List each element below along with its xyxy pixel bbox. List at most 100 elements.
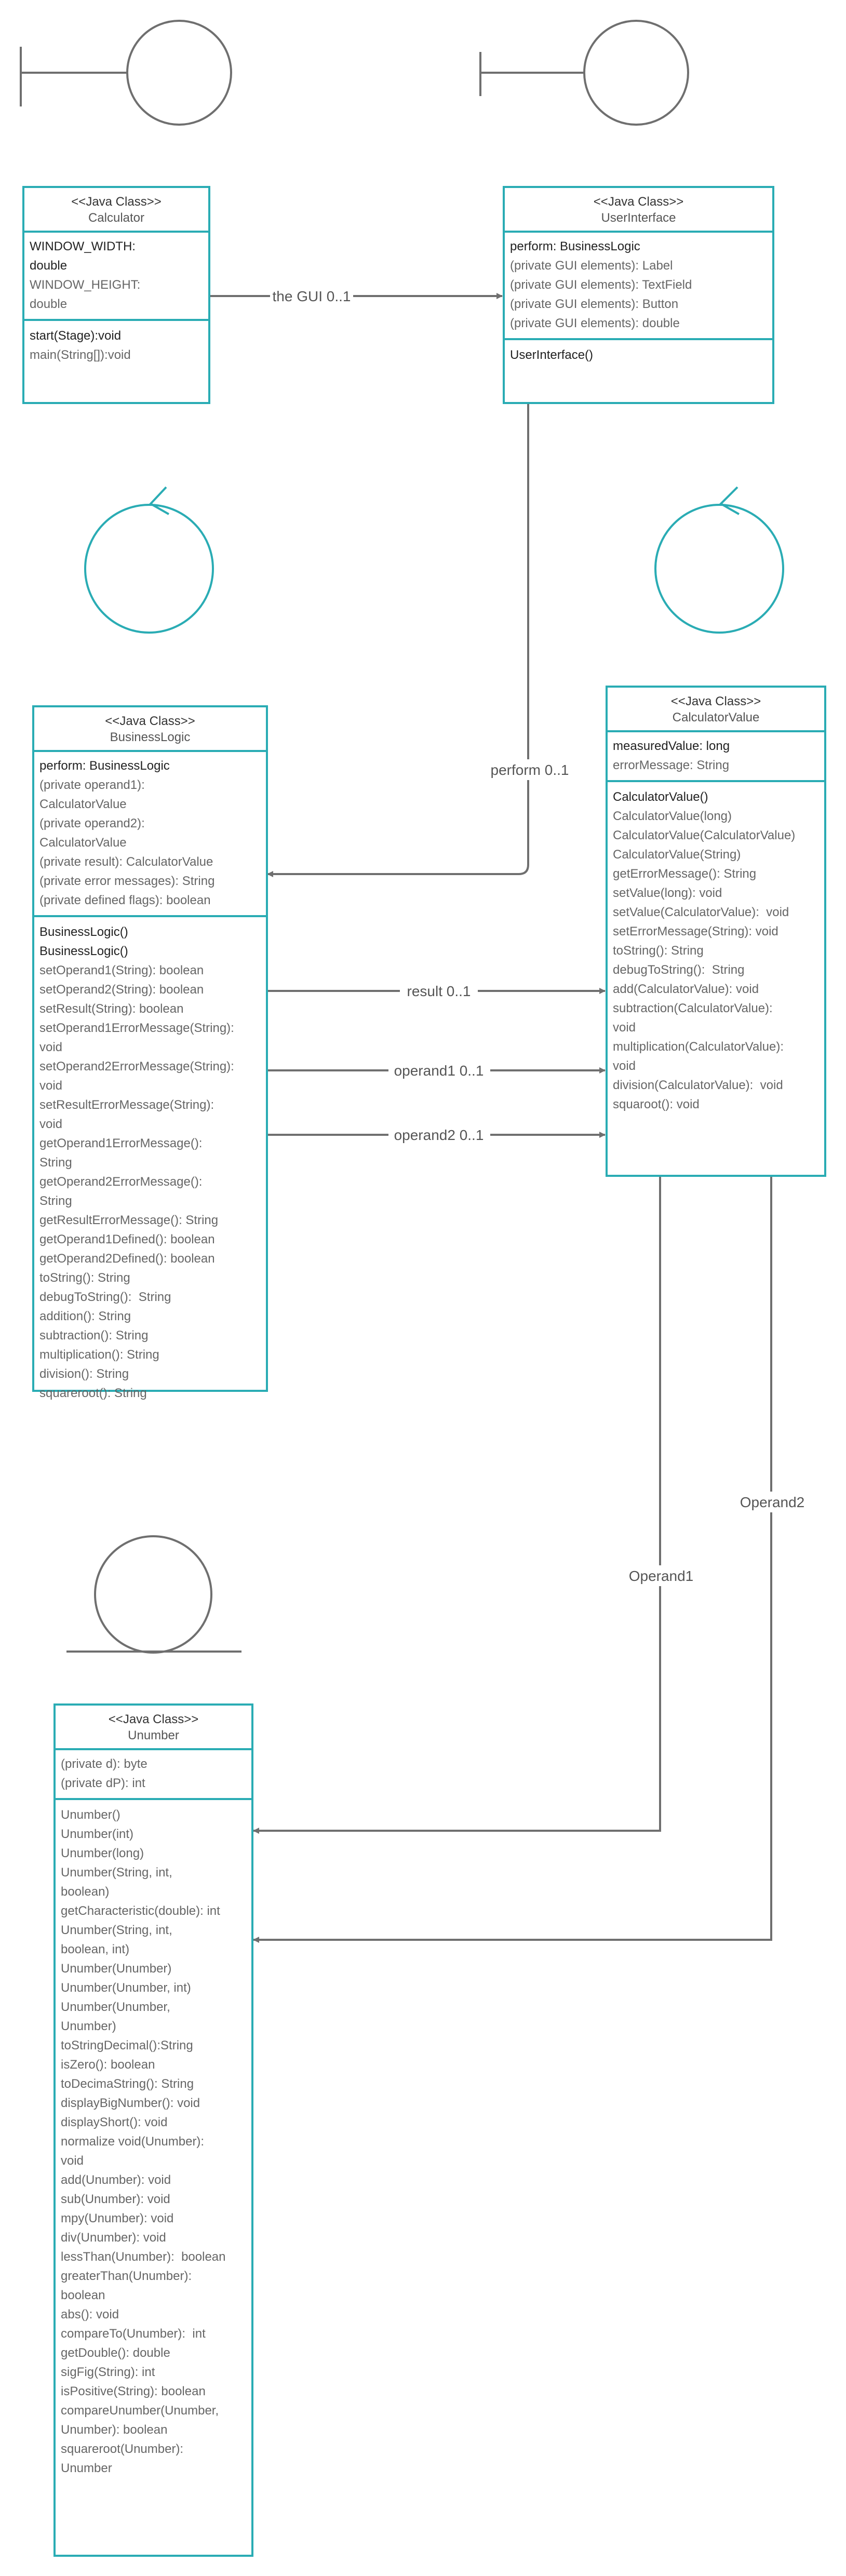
operation-row: isPositive(String): boolean <box>61 2384 206 2398</box>
operation-row: subtraction(CalculatorValue): <box>613 1001 773 1015</box>
operation-row: getCharacteristic(double): int <box>61 1904 220 1918</box>
class-attributes: perform: BusinessLogic (private GUI eleme… <box>505 233 772 340</box>
operation-row: compareUnumber(Unumber, <box>61 2404 219 2418</box>
attribute-row: errorMessage: String <box>613 758 730 772</box>
operation-row: compareTo(Unumber): int <box>61 2327 206 2341</box>
operation-row: setValue(CalculatorValue): void <box>613 905 789 919</box>
class-operations: CalculatorValue() CalculatorValue(long) Ca… <box>608 782 824 1119</box>
operation-row: squaroot(): void <box>613 1097 700 1111</box>
class-operations: start(Stage):void main(String[]):void <box>24 321 208 370</box>
class-stereotype: <<Java Class>> <box>593 195 684 209</box>
class-userinterface: <<Java Class>> UserInterface perform: Bu… <box>503 186 774 404</box>
operation-row: void <box>39 1040 63 1054</box>
operation-row: debugToString(): String <box>613 963 745 977</box>
operation-row: toStringDecimal():String <box>61 2038 193 2052</box>
class-name: BusinessLogic <box>110 730 191 744</box>
operation-row: boolean, int) <box>61 1942 130 1956</box>
attribute-row: (private GUI elements): Button <box>510 297 679 311</box>
attribute-row: (private defined flags): boolean <box>39 893 211 907</box>
operation-row: Unumber(Unumber) <box>61 1962 172 1976</box>
operation-row: main(String[]):void <box>30 348 131 362</box>
operation-row: CalculatorValue(String) <box>613 848 741 862</box>
attribute-row: measuredValue: long <box>613 739 730 753</box>
attribute-row: (private d): byte <box>61 1757 147 1771</box>
operation-row: Unumber) <box>61 2019 116 2033</box>
operation-row: CalculatorValue(CalculatorValue) <box>613 828 796 842</box>
class-operations: UserInterface() <box>505 340 772 370</box>
attribute-row: perform: BusinessLogic <box>39 759 170 773</box>
operation-row: setValue(long): void <box>613 886 722 900</box>
operation-row: toString(): String <box>39 1271 130 1285</box>
class-header: <<Java Class>> BusinessLogic <box>34 707 266 752</box>
attribute-row: (private error messages): String <box>39 874 215 888</box>
attribute-row: double <box>30 297 68 311</box>
operation-row: void <box>39 1117 63 1131</box>
operation-row: greaterThan(Unumber): <box>61 2269 192 2283</box>
operation-row: void <box>613 1059 636 1073</box>
attribute-row: perform: BusinessLogic <box>510 239 640 253</box>
class-calculatorvalue: <<Java Class>> CalculatorValue measuredV… <box>606 686 826 1177</box>
operand2-label: operand2 0..1 <box>394 1127 484 1143</box>
attribute-row: (private GUI elements): double <box>510 316 680 330</box>
operation-row: boolean) <box>61 1885 110 1899</box>
operation-row: Unumber(Unumber, int) <box>61 1981 191 1995</box>
operation-row: String <box>39 1156 72 1170</box>
operation-row: multiplication(CalculatorValue): <box>613 1040 784 1054</box>
boundary-icon <box>479 20 689 126</box>
operation-row: addition(): String <box>39 1309 131 1323</box>
operation-row: isZero(): boolean <box>61 2058 155 2072</box>
class-header: <<Java Class>> Calculator <box>24 188 208 233</box>
class-name: Unumber <box>128 1728 179 1742</box>
class-stereotype: <<Java Class>> <box>71 195 162 209</box>
boundary-icon <box>20 20 232 126</box>
class-name: Calculator <box>88 211 145 225</box>
operation-row: getOperand2ErrorMessage(): <box>39 1175 203 1189</box>
class-header: <<Java Class>> Unumber <box>56 1706 251 1750</box>
operation-row: void <box>613 1021 636 1035</box>
operation-row: division(): String <box>39 1367 129 1381</box>
operation-row: setOperand2ErrorMessage(String): <box>39 1059 234 1074</box>
attribute-row: (private dP): int <box>61 1776 145 1790</box>
operation-row: multiplication(): String <box>39 1348 159 1362</box>
operation-row: UserInterface() <box>510 348 594 362</box>
attribute-row: (private GUI elements): TextField <box>510 278 692 292</box>
class-stereotype: <<Java Class>> <box>670 694 761 708</box>
operation-row: sub(Unumber): void <box>61 2192 170 2206</box>
operation-row: normalize void(Unumber): <box>61 2135 205 2149</box>
operation-row: subtraction(): String <box>39 1329 149 1343</box>
control-icon <box>84 486 214 634</box>
class-unumber: <<Java Class>> Unumber (private d): byte… <box>53 1703 253 2557</box>
class-header: <<Java Class>> UserInterface <box>505 188 772 233</box>
operation-row: CalculatorValue() <box>613 790 708 804</box>
operation-row: squareroot(): String <box>39 1386 147 1400</box>
operation-row: Unumber): boolean <box>61 2423 168 2437</box>
class-businesslogic: <<Java Class>> BusinessLogic perform: Bu… <box>32 705 268 1400</box>
class-header: <<Java Class>> CalculatorValue <box>608 688 824 732</box>
operation-row: sigFig(String): int <box>61 2365 155 2379</box>
class-attributes: perform: BusinessLogic (private operand1)… <box>34 752 266 917</box>
operation-row: getResultErrorMessage(): String <box>39 1213 219 1227</box>
operation-row: toDecimaString(): String <box>61 2077 194 2091</box>
operation-row: String <box>39 1194 72 1208</box>
operation-row: void <box>39 1079 63 1093</box>
control-icon <box>654 486 784 634</box>
operand2-ref-label: Operand2 <box>740 1494 805 1510</box>
entity-icon <box>66 1535 241 1654</box>
operation-row: setErrorMessage(String): void <box>613 924 778 938</box>
connector-perform <box>267 403 529 877</box>
attribute-row: (private operand1): <box>39 778 145 792</box>
operation-row: start(Stage):void <box>30 329 122 343</box>
operation-row: add(Unumber): void <box>61 2173 171 2187</box>
operation-row: CalculatorValue(long) <box>613 809 732 823</box>
operation-row: Unumber() <box>61 1808 120 1822</box>
operation-row: squareroot(Unumber): <box>61 2442 184 2456</box>
operation-row: add(CalculatorValue): void <box>613 982 759 996</box>
class-stereotype: <<Java Class>> <box>105 714 195 728</box>
operation-row: getErrorMessage(): String <box>613 867 757 881</box>
operation-row: BusinessLogic() <box>39 944 128 958</box>
class-operations: Unumber()Unumber(int)Unumber(long)Unumbe… <box>56 1800 251 2483</box>
class-calculator: <<Java Class>> Calculator WINDOW_WIDTH:d… <box>22 186 210 404</box>
operation-row: setResultErrorMessage(String): <box>39 1098 214 1112</box>
attribute-row: (private operand2): <box>39 816 145 830</box>
operation-row: debugToString(): String <box>39 1290 171 1304</box>
